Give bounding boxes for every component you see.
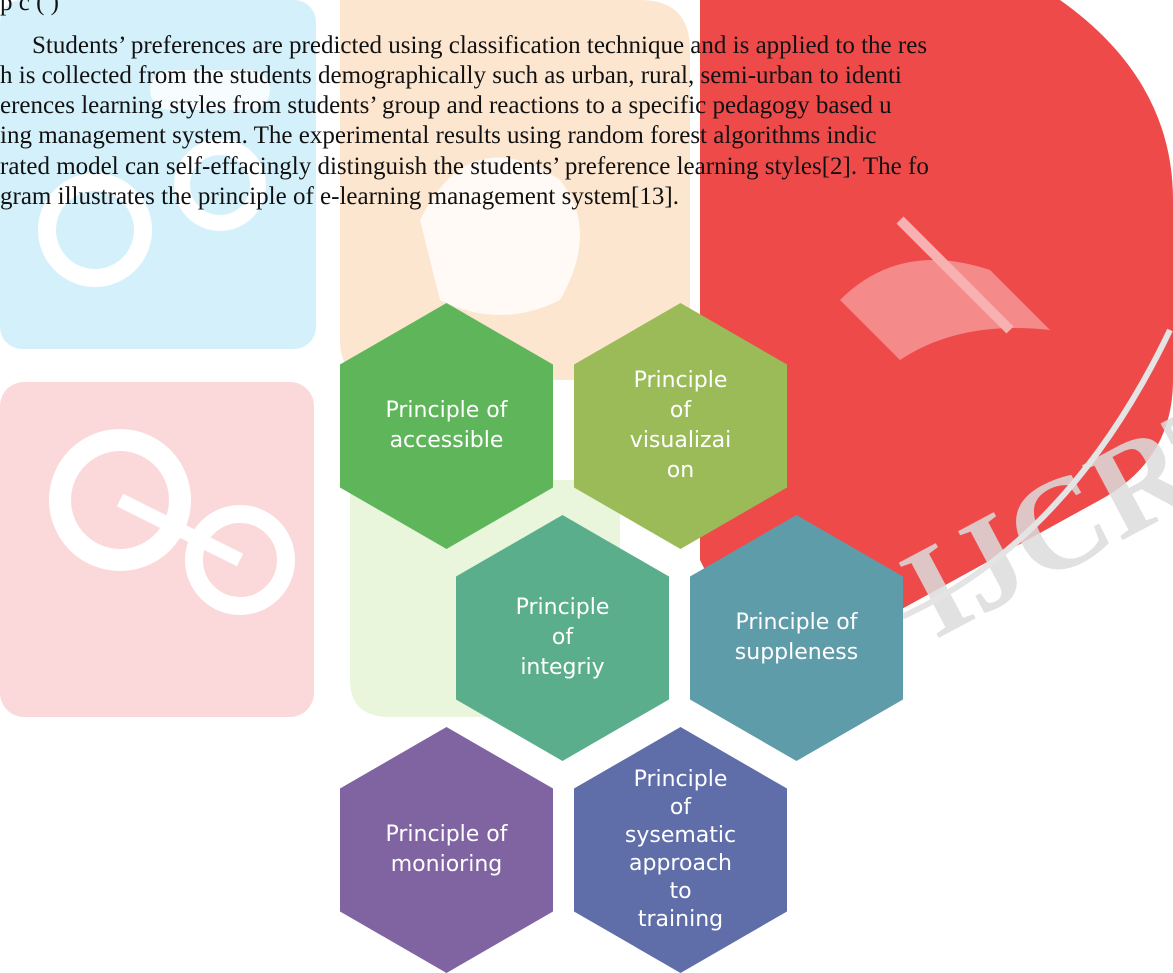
hexagon-systematic-approach: Principle of sysematic approach to train… xyxy=(574,727,787,973)
paragraph-line-3: erences learning styles from students’ g… xyxy=(0,92,892,119)
paragraph-line-2: h is collected from the students demogra… xyxy=(0,62,902,89)
paragraph-line-4: ing management system. The experimental … xyxy=(0,122,877,149)
paragraph-line-6: gram illustrates the principle of e-lear… xyxy=(0,183,679,210)
watermark-cyan-tile xyxy=(0,0,316,349)
hexagon-label-integrity: Principle of integriy xyxy=(515,595,610,680)
watermark-pink-tile xyxy=(0,382,314,717)
paragraph-line-1: Students’ preferences are predicted usin… xyxy=(32,32,928,59)
hexagon-visualization: Principle of visualizai on xyxy=(574,303,787,549)
hexagon-monitoring: Principle of monioring xyxy=(340,727,553,973)
hexagon-label-suppleness: Principle of suppleness xyxy=(734,610,859,665)
hexagon-suppleness: Principle of suppleness xyxy=(690,515,903,761)
paragraph-line-0: p c ( ) xyxy=(0,0,59,16)
hexagon-label-accessible: Principle of accessible xyxy=(385,398,508,453)
hexagon-integrity: Principle of integriy xyxy=(456,515,669,761)
hexagon-label-systematic-approach: Principle of sysematic approach to train… xyxy=(624,767,737,932)
paragraph-line-5: rated model can self-effacingly distingu… xyxy=(0,153,929,180)
watermark-red-tile xyxy=(700,0,1173,648)
hexagon-label-monitoring: Principle of monioring xyxy=(385,822,508,877)
watermark-swoosh xyxy=(868,328,1173,633)
hexagon-label-visualization: Principle of visualizai on xyxy=(629,368,732,483)
hexagon-accessible: Principle of accessible xyxy=(340,303,553,549)
watermark-orange-tile xyxy=(340,0,690,380)
